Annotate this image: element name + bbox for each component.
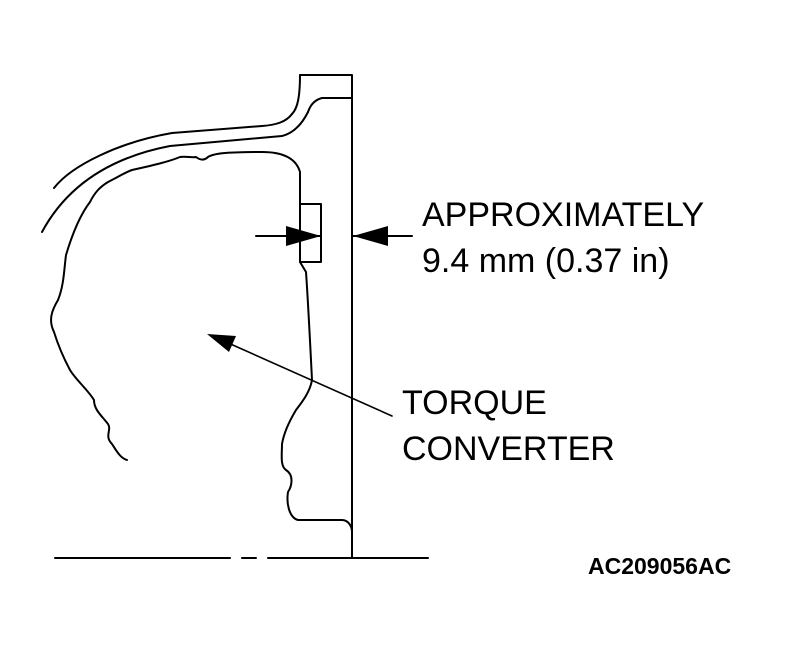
- component-label-line1: TORQUE: [402, 384, 547, 422]
- converter-right-profile: [280, 261, 353, 533]
- plate-inner-step: [307, 97, 353, 113]
- mounting-plate-outline: [299, 74, 353, 559]
- dimension-arrowhead-right: [353, 226, 388, 246]
- component-label-line2: CONVERTER: [402, 430, 615, 468]
- housing-inner-curve: [41, 111, 309, 233]
- leader-line: [225, 341, 393, 417]
- converter-body-outline: [50, 151, 301, 461]
- leader-arrowhead: [207, 334, 236, 352]
- dimension-label-line2: 9.4 mm (0.37 in): [422, 242, 670, 280]
- plate-top-flange: [291, 74, 301, 115]
- dimension-arrowhead-left: [286, 226, 321, 246]
- figure-id: AC209056AC: [588, 553, 731, 579]
- dimension-label-line1: APPROXIMATELY: [422, 196, 704, 234]
- housing-outer-curve: [53, 113, 293, 189]
